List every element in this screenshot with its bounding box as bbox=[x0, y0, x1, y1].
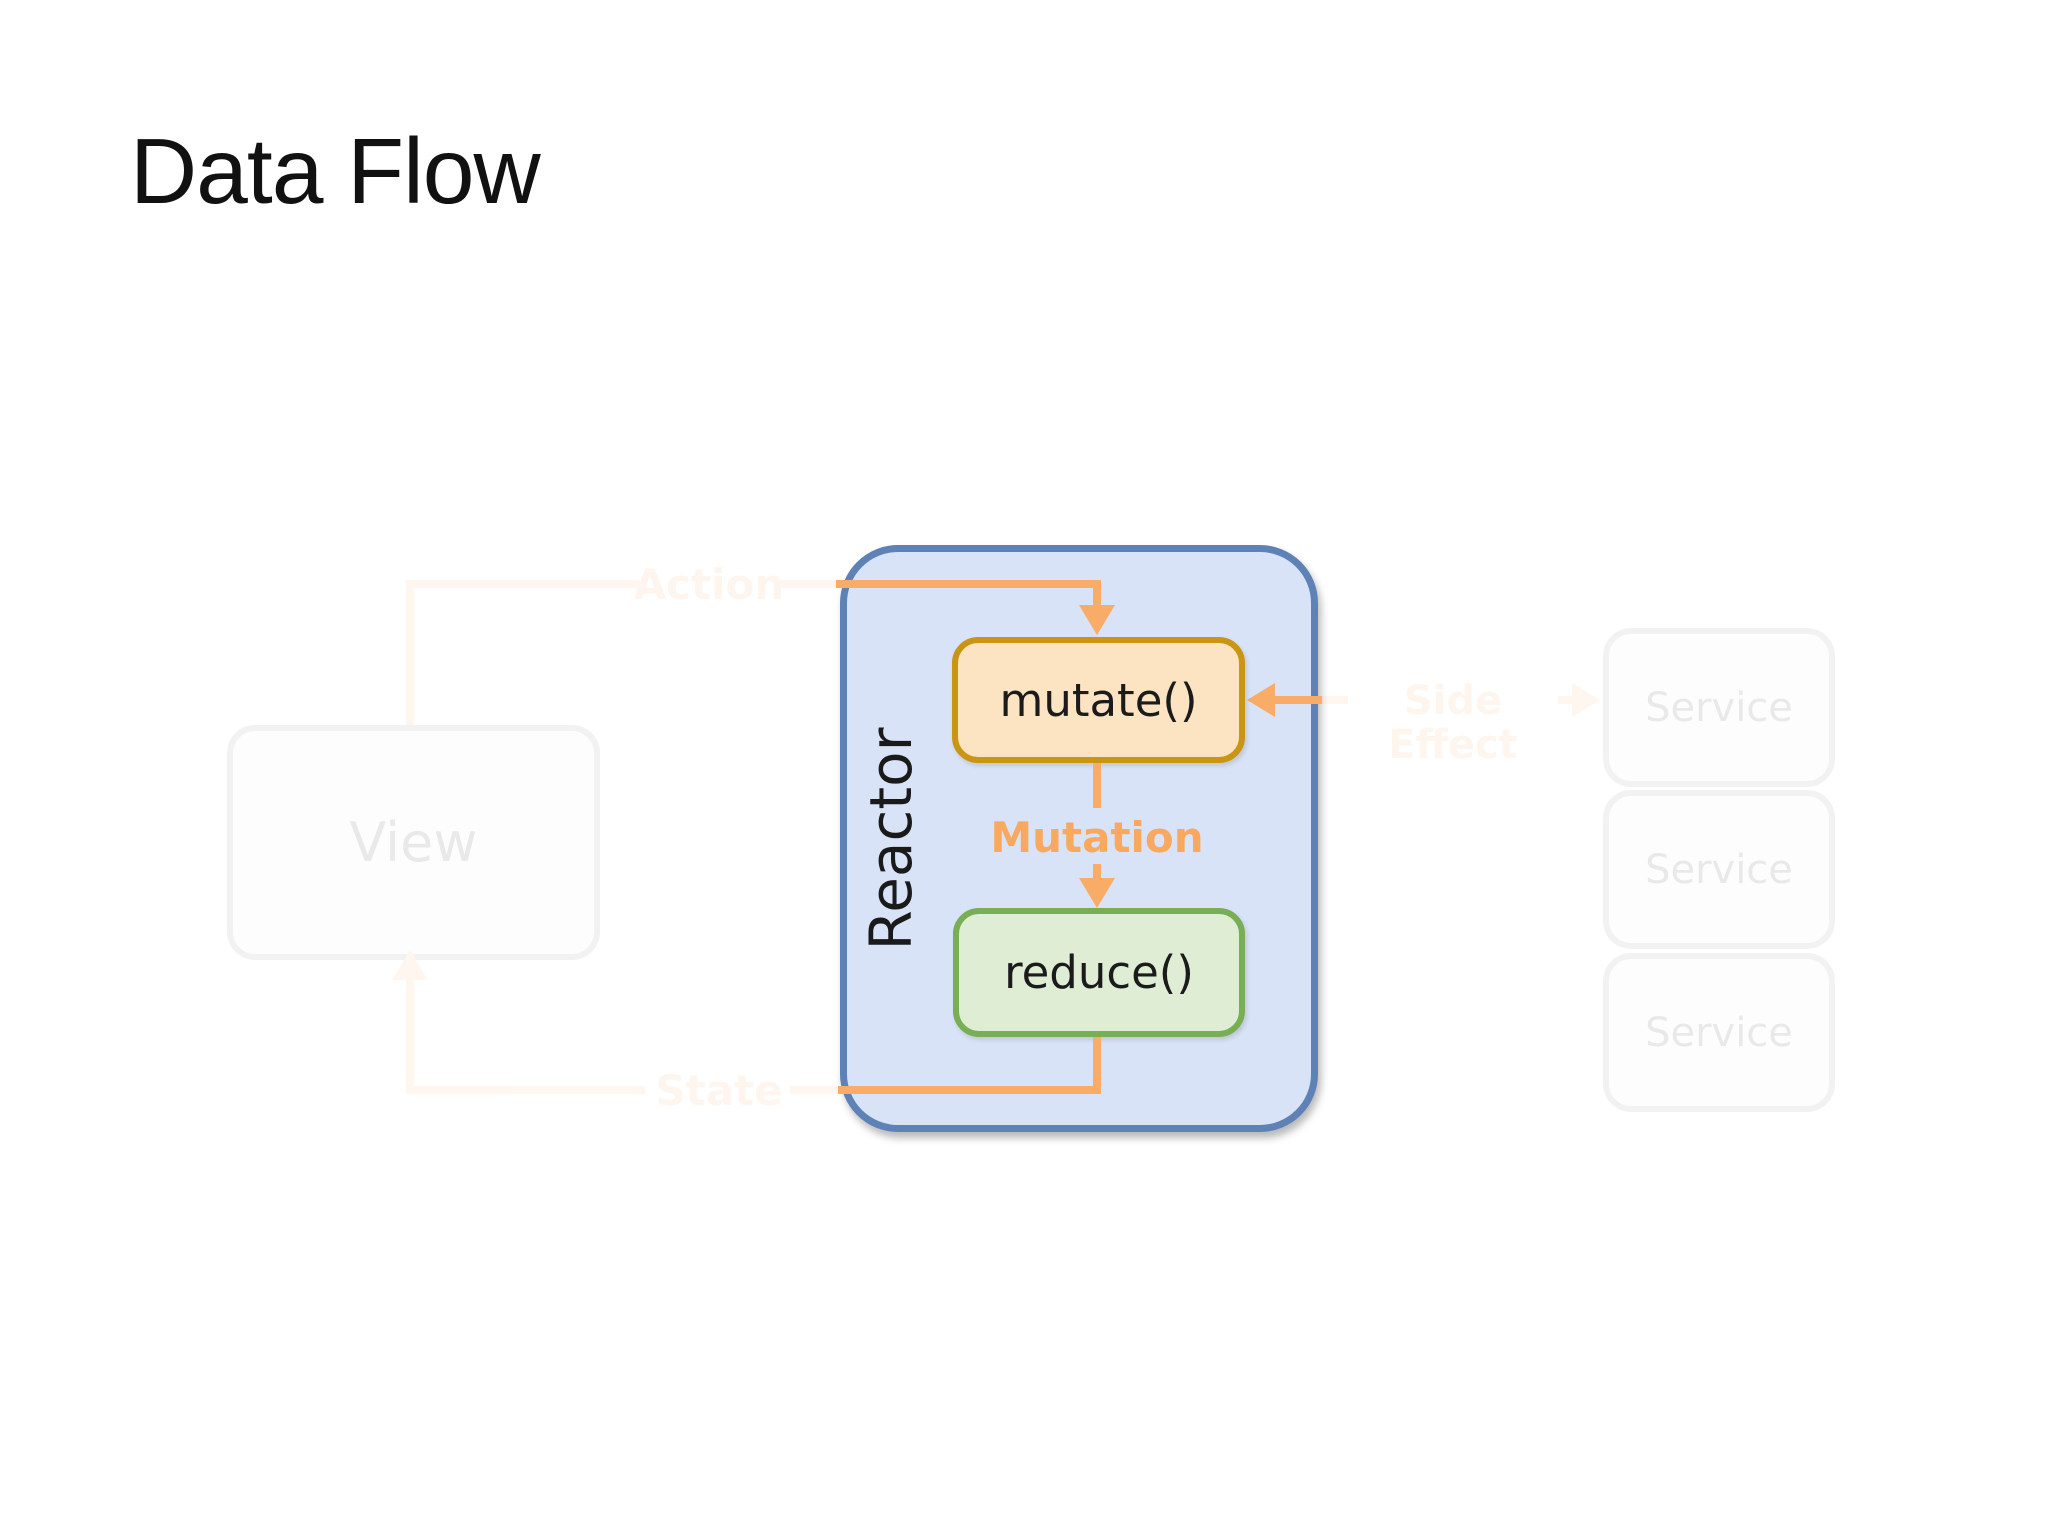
state-arrow-line-left bbox=[406, 1086, 645, 1094]
mutation-arrow-stem-bottom bbox=[1093, 864, 1101, 880]
mutation-arrowhead-down bbox=[1079, 878, 1115, 908]
state-arrow-vertical-bright bbox=[1093, 1037, 1101, 1094]
state-arrowhead-up bbox=[392, 950, 428, 980]
side-effect-line-left bbox=[1322, 696, 1348, 704]
service-box-3: Service bbox=[1603, 953, 1835, 1112]
side-effect-arrow-label: Side Effect bbox=[1388, 678, 1518, 768]
service-box-1: Service bbox=[1603, 628, 1835, 787]
slide-title: Data Flow bbox=[130, 119, 541, 223]
view-box: View bbox=[227, 725, 600, 960]
action-arrow-line-right bbox=[778, 580, 840, 588]
state-arrow-line-right bbox=[790, 1086, 838, 1094]
service-box-2: Service bbox=[1603, 790, 1835, 949]
reduce-node: reduce() bbox=[953, 908, 1245, 1037]
action-arrow-drop bbox=[1093, 583, 1101, 607]
reactor-label: Reactor bbox=[857, 727, 925, 950]
reduce-node-label: reduce() bbox=[1004, 946, 1194, 999]
service-box-2-label: Service bbox=[1645, 846, 1793, 893]
action-arrow-label: Action bbox=[633, 560, 785, 609]
mutate-node: mutate() bbox=[952, 637, 1245, 763]
action-arrow-vertical-faded bbox=[406, 583, 414, 725]
service-box-1-label: Service bbox=[1645, 684, 1793, 731]
state-arrow-label: State bbox=[655, 1066, 783, 1115]
mutation-arrow-stem-top bbox=[1093, 763, 1101, 808]
service-to-mutate-arrowhead bbox=[1247, 683, 1275, 717]
view-box-label: View bbox=[349, 811, 478, 874]
state-arrow-vertical-faded bbox=[406, 978, 414, 1094]
state-arrow-line-bright bbox=[838, 1086, 1101, 1094]
side-effect-arrowhead-right bbox=[1572, 683, 1600, 717]
service-to-mutate-line bbox=[1274, 696, 1322, 704]
action-arrow-line-bright bbox=[836, 580, 1101, 588]
action-arrowhead-down bbox=[1079, 605, 1115, 635]
side-effect-line-right bbox=[1558, 696, 1574, 704]
service-box-3-label: Service bbox=[1645, 1009, 1793, 1056]
action-arrow-line-left bbox=[406, 580, 640, 588]
mutate-node-label: mutate() bbox=[999, 673, 1198, 727]
mutation-arrow-label: Mutation bbox=[990, 813, 1204, 862]
